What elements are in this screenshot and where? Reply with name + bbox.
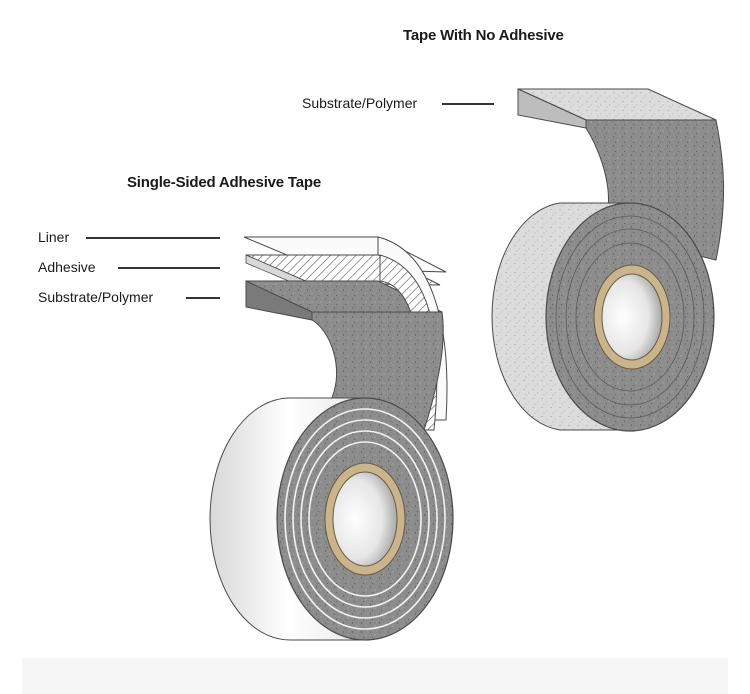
core-hole-no-adhesive	[601, 273, 663, 361]
roll-ring-liner-2	[292, 419, 438, 619]
roll-ring-2-no-adhesive	[565, 228, 695, 406]
label-adhesive: Adhesive	[38, 259, 96, 275]
roll-ring-liner-1	[284, 408, 446, 630]
label-substrate-single: Substrate/Polymer	[38, 289, 154, 305]
footer-band	[22, 658, 728, 694]
leader-liner	[86, 237, 220, 239]
leader-adhesive	[118, 267, 220, 269]
leader-substrate-no-adhesive	[442, 103, 494, 105]
roll-ring-liner-3	[300, 430, 430, 608]
title-no-adhesive: Tape With No Adhesive	[403, 27, 564, 44]
roll-ring-liner-4	[308, 441, 422, 597]
leader-substrate-single	[186, 297, 220, 299]
roll-ring-1-no-adhesive	[555, 215, 705, 419]
roll-no-adhesive	[491, 88, 725, 432]
title-single-sided: Single-Sided Adhesive Tape	[127, 174, 322, 191]
core-hole-single-sided	[332, 471, 398, 567]
label-substrate-no-adhesive: Substrate/Polymer	[302, 95, 418, 111]
roll-ring-3-no-adhesive	[575, 242, 685, 392]
roll-single-sided	[209, 236, 454, 641]
label-liner: Liner	[38, 229, 70, 245]
